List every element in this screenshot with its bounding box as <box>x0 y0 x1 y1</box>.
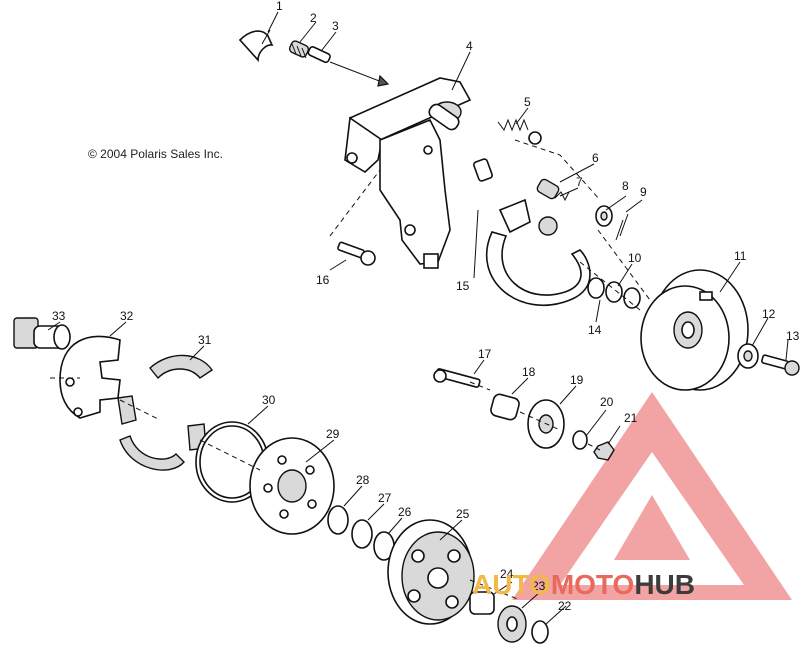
callout-6: 6 <box>592 151 599 165</box>
callout-7: 7 <box>576 175 583 189</box>
part-washer-20 <box>572 430 588 450</box>
callout-23: 23 <box>532 579 546 593</box>
callout-1: 1 <box>276 0 283 13</box>
part-disc-25 <box>387 519 475 625</box>
part-orings-26-28 <box>327 505 395 561</box>
callout-13: 13 <box>786 329 800 343</box>
callout-5: 5 <box>524 95 531 109</box>
callout-12: 12 <box>762 307 776 321</box>
callout-11: 11 <box>734 249 747 263</box>
callout-32: 32 <box>120 309 134 323</box>
callout-leaders <box>47 11 789 625</box>
callout-27: 27 <box>378 491 392 505</box>
part-cable <box>238 29 274 63</box>
part-spacer-18 <box>490 393 520 421</box>
callout-16: 16 <box>316 273 330 287</box>
assembly-lines-upper <box>329 139 651 311</box>
callout-2: 2 <box>310 11 317 25</box>
part-cotter-9 <box>615 213 629 241</box>
callout-33: 33 <box>52 309 66 323</box>
callout-20: 20 <box>600 395 614 409</box>
callout-18: 18 <box>522 365 536 379</box>
part-ring-22 <box>531 620 549 644</box>
callout-10: 10 <box>628 251 642 265</box>
part-spring-5 <box>497 118 542 145</box>
callout-14: 14 <box>588 323 602 337</box>
watermark-text: AUTOMOTOHUB <box>472 569 695 600</box>
callout-9: 9 <box>640 185 647 199</box>
watermark-logo <box>512 392 792 600</box>
part-spring-2 <box>288 40 310 59</box>
watermark-moto: MOTO <box>551 569 634 600</box>
callout-29: 29 <box>326 427 340 441</box>
part-washer-12 <box>737 343 759 369</box>
part-brake-band <box>485 198 591 306</box>
callout-28: 28 <box>356 473 370 487</box>
part-bolt-13 <box>761 354 800 376</box>
part-pivot-6-7 <box>536 178 570 202</box>
assembly-lines-lower <box>50 377 601 601</box>
callout-25: 25 <box>456 507 470 521</box>
watermark-auto: AUTO <box>472 569 551 600</box>
part-shoes-31 <box>117 354 213 471</box>
part-washer-8 <box>595 205 613 227</box>
part-hub-32 <box>59 335 121 419</box>
part-shaft-33 <box>13 317 71 350</box>
callout-19: 19 <box>570 373 584 387</box>
callout-30: 30 <box>262 393 276 407</box>
copyright-text: © 2004 Polaris Sales Inc. <box>88 147 223 161</box>
part-bracket <box>344 77 472 269</box>
part-washers-10-14 <box>587 277 641 309</box>
callout-8: 8 <box>622 179 629 193</box>
part-bolt-15 <box>473 158 493 182</box>
callout-3: 3 <box>332 19 339 33</box>
part-screw-16 <box>337 241 376 266</box>
callout-15: 15 <box>456 279 470 293</box>
callout-24: 24 <box>500 567 514 581</box>
part-plate-29 <box>249 437 335 535</box>
callout-26: 26 <box>398 505 412 519</box>
part-brake-drum <box>640 269 749 391</box>
callout-labels: 1 2 3 4 5 6 7 8 9 10 11 12 13 14 15 16 1… <box>52 0 800 613</box>
part-sleeve-24 <box>469 591 495 615</box>
callout-17: 17 <box>478 347 492 361</box>
part-bolt-17 <box>433 368 481 388</box>
callout-4: 4 <box>466 39 473 53</box>
callout-21: 21 <box>624 411 638 425</box>
watermark-hub: HUB <box>634 569 695 600</box>
callout-22: 22 <box>558 599 572 613</box>
part-gear-23 <box>497 605 527 643</box>
part-nut-21 <box>593 441 615 461</box>
callout-31: 31 <box>198 333 212 347</box>
part-pin-3 <box>307 46 390 87</box>
